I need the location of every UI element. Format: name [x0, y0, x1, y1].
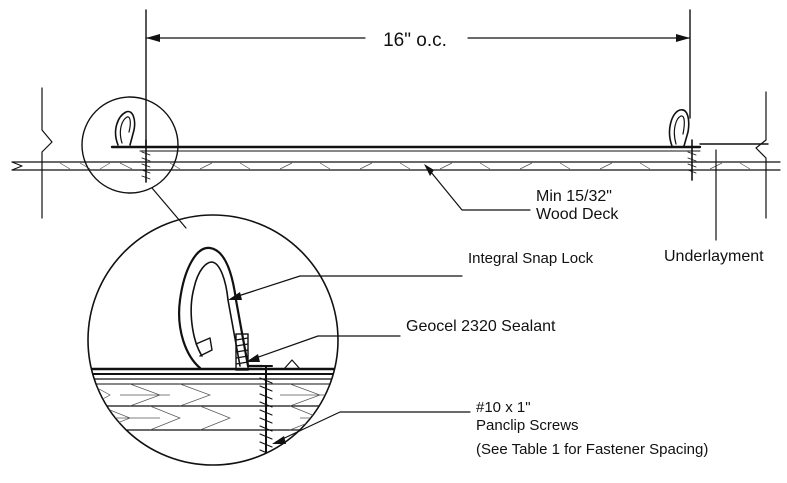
- sealant-leader: [246, 335, 401, 362]
- deck-label-line1: Min 15/32": [536, 188, 612, 205]
- screws-label-line2: Panclip Screws: [476, 417, 579, 434]
- deck-leader: [424, 164, 531, 211]
- fastener-note: (See Table 1 for Fastener Spacing): [476, 441, 708, 458]
- snap-lock-label: Integral Snap Lock: [468, 250, 594, 267]
- deck-label-line2: Wood Deck: [536, 206, 619, 223]
- enlarged-detail: [87, 214, 339, 466]
- snap-lock-leader: [228, 275, 463, 300]
- wood-deck-section: [11, 87, 781, 219]
- sealant-label: Geocel 2320 Sealant: [406, 318, 556, 335]
- dimension-line: [145, 9, 691, 149]
- dimension-label: 16" o.c.: [383, 30, 447, 51]
- screws-leader: [272, 411, 471, 444]
- detail-callout-circle: [81, 96, 179, 194]
- underlayment-label: Underlayment: [664, 248, 764, 265]
- detail-leader: [151, 187, 187, 229]
- snap-lock-clip-right: [668, 109, 697, 181]
- snap-lock-clip-left: [114, 110, 151, 183]
- screws-label-line1: #10 x 1": [476, 399, 531, 416]
